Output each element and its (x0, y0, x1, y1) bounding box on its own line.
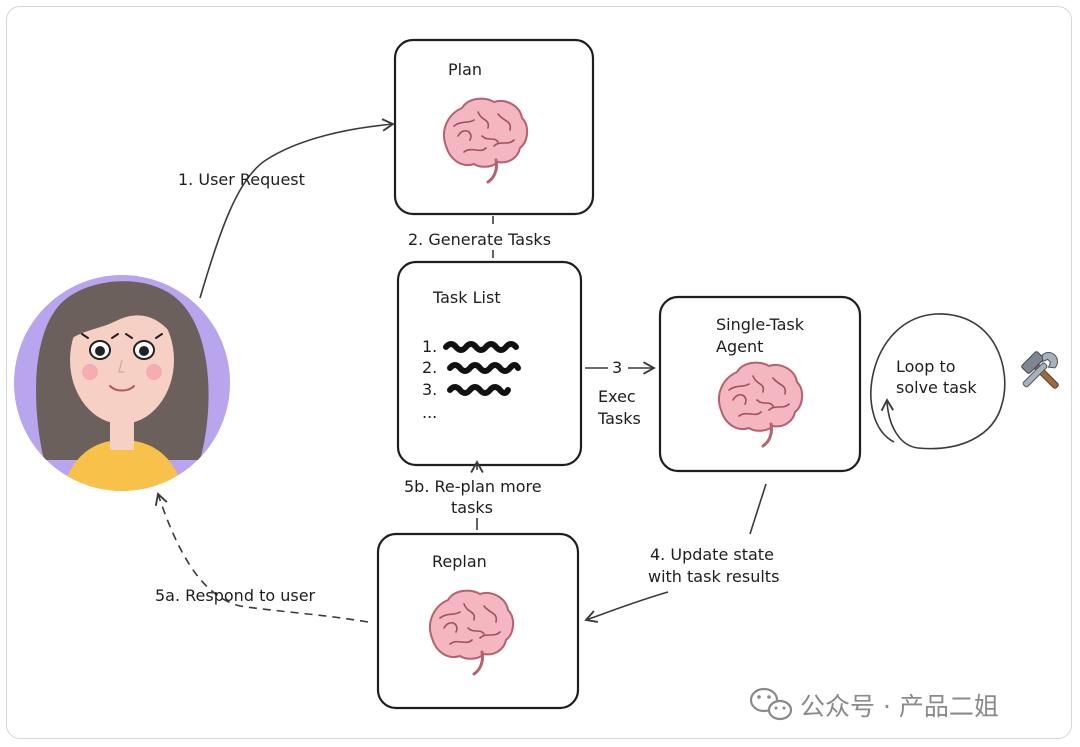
agent-title-line1: Single-Task (716, 315, 805, 334)
wechat-icon (749, 687, 793, 721)
loop-label-line2: solve task (896, 378, 977, 397)
edge-update-state: 4. Update state with task results (584, 483, 779, 623)
edge-exec-tasks: 3 Exec Tasks (585, 358, 656, 428)
task-item-number: 1. (422, 337, 437, 356)
generate-tasks-label: 2. Generate Tasks (408, 230, 551, 249)
task-list-box: Task List 1. 2. 3. ... (396, 260, 583, 467)
exec-step-number: 3 (612, 358, 622, 377)
replan-more-label-line2: tasks (451, 498, 493, 517)
replan-more-label-line1: 5b. Re-plan more (404, 477, 542, 496)
respond-label: 5a. Respond to user (155, 586, 316, 605)
task-item-number: 3. (422, 380, 437, 399)
plan-title: Plan (448, 60, 482, 79)
edge-respond-to-user: 5a. Respond to user (154, 492, 369, 623)
loop-label-line1: Loop to (896, 357, 956, 376)
agent-title-line2: Agent (716, 337, 763, 356)
task-item-scribble (447, 384, 511, 396)
task-item-scribble (447, 362, 521, 374)
watermark-text: 公众号 · 产品二姐 (800, 692, 999, 721)
replan-box: Replan (376, 532, 580, 710)
update-label-line2: with task results (648, 567, 779, 586)
plan-box: Plan (393, 38, 595, 216)
exec-label-line2: Tasks (597, 409, 641, 428)
user-avatar (14, 275, 230, 491)
replan-title: Replan (432, 552, 487, 571)
exec-label-line1: Exec (598, 387, 636, 406)
task-list-title: Task List (432, 288, 501, 307)
update-label-line1: 4. Update state (650, 545, 774, 564)
task-item-number: 2. (422, 358, 437, 377)
task-item-ellipsis: ... (422, 403, 437, 422)
user-request-label: 1. User Request (178, 170, 305, 189)
watermark: 公众号 · 产品二姐 (749, 687, 999, 721)
task-item-scribble (443, 341, 519, 353)
loop-cycle: Loop to solve task (870, 313, 1006, 450)
single-task-agent-box: Single-Task Agent (658, 295, 862, 473)
edge-replan-more: 5b. Re-plan more tasks (404, 460, 542, 530)
edge-user-request: 1. User Request (178, 118, 395, 299)
hammer-wrench-icon (1021, 351, 1059, 389)
edge-generate-tasks: 2. Generate Tasks (408, 216, 551, 258)
